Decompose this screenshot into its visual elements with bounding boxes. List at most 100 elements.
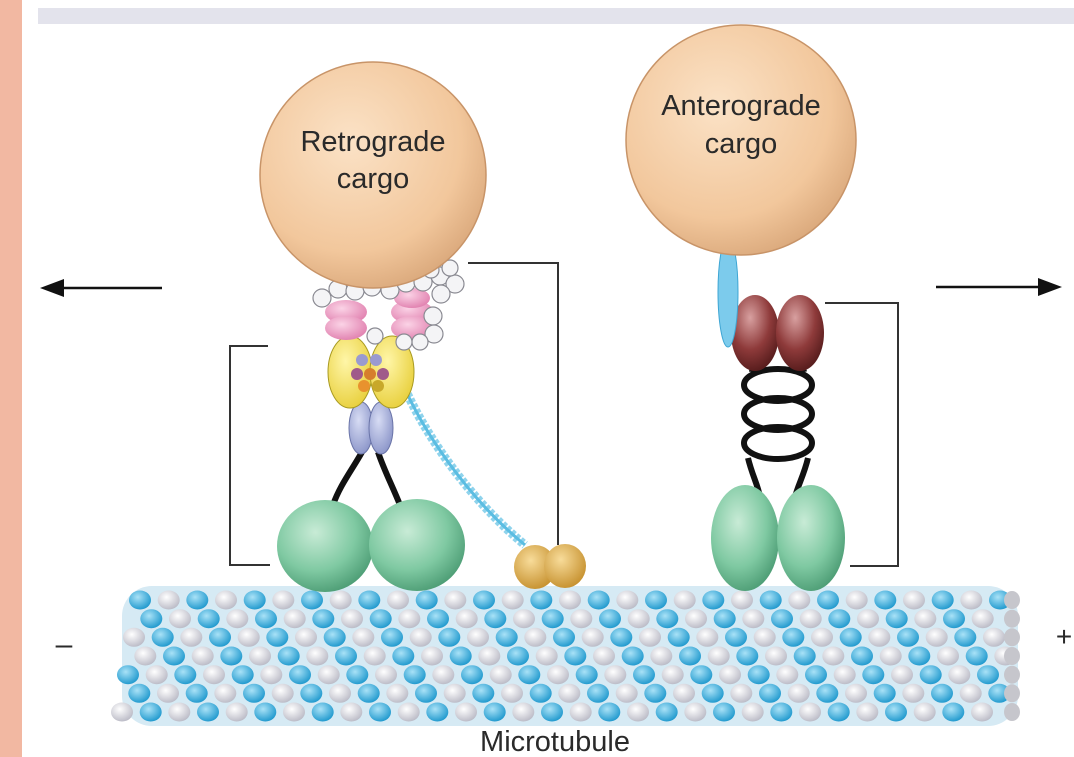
tubulin-subunit xyxy=(426,702,449,722)
tubulin-subunit xyxy=(215,590,237,610)
tubulin-subunit xyxy=(427,609,449,629)
tubulin-subunit xyxy=(598,702,621,722)
tubulin-subunit xyxy=(713,609,736,629)
tubulin-subunit xyxy=(541,702,563,722)
tubulin-subunit xyxy=(839,627,862,647)
tubulin-subunit xyxy=(415,590,438,610)
tubulin-subunit xyxy=(501,683,523,703)
microtubule-plus-end-cap xyxy=(1004,628,1020,647)
tubulin-subunit xyxy=(897,627,919,647)
dynein-head-left xyxy=(277,500,373,592)
tubulin-subunit xyxy=(341,609,363,629)
tubulin-subunit xyxy=(873,683,896,703)
tubulin-subunit xyxy=(409,627,432,647)
retrograde-cargo-label-line1: Retrograde xyxy=(300,126,445,158)
tubulin-subunit xyxy=(948,665,971,685)
tubulin-subunit xyxy=(191,646,214,666)
tubulin-subunit xyxy=(484,609,507,629)
tubulin-subunit xyxy=(209,627,231,647)
tubulin-subunit xyxy=(375,665,397,685)
tubulin-subunit xyxy=(547,665,569,685)
anterograde-cargo xyxy=(625,24,857,256)
anterograde-cargo-label-line2: cargo xyxy=(705,128,778,160)
tubulin-subunit xyxy=(942,702,965,722)
tubulin-subunit xyxy=(581,627,604,647)
tubulin-subunit xyxy=(701,683,724,703)
tubulin-subunit xyxy=(937,646,959,666)
tubulin-subunit xyxy=(965,646,988,666)
tubulin-subunit xyxy=(661,665,684,685)
tubulin-subunit xyxy=(449,646,472,666)
microtubule-plus-end-cap xyxy=(1004,665,1020,684)
dynactin-foot-right xyxy=(544,544,586,588)
tubulin-subunit xyxy=(295,627,317,647)
tubulin-subunit xyxy=(817,590,839,610)
kinesin-coiled-coil xyxy=(741,354,815,498)
tubulin-subunit xyxy=(398,609,421,629)
tubulin-subunit xyxy=(799,702,821,722)
tubulin-subunit xyxy=(243,683,265,703)
tubulin-subunit xyxy=(959,683,982,703)
tubulin-subunit xyxy=(747,665,770,685)
tubulin-subunit xyxy=(827,702,850,722)
microtubule-plus-end-cap xyxy=(1004,591,1020,609)
tubulin-subunit xyxy=(467,627,489,647)
tubulin-subunit xyxy=(478,646,501,666)
tubulin-subunit xyxy=(455,609,478,629)
tubulin-subunit xyxy=(553,627,575,647)
tubulin-subunit xyxy=(627,609,650,629)
tubulin-subunit xyxy=(151,627,174,647)
tubulin-subunit xyxy=(742,609,765,629)
tubulin-subunit xyxy=(180,627,203,647)
microtubule xyxy=(111,586,1020,726)
tubulin-subunit xyxy=(702,590,725,610)
tubulin-subunit xyxy=(759,683,781,703)
tubulin-subunit xyxy=(793,646,816,666)
tubulin-subunit xyxy=(971,702,993,722)
dynactin-foot-left xyxy=(514,545,556,589)
retrograde-direction-arrow xyxy=(40,279,162,297)
tubulin-subunit xyxy=(811,627,833,647)
kinesin-bracket xyxy=(825,302,899,567)
dynein-motor-complex: Retrograde cargo xyxy=(229,61,586,592)
tubulin-subunit xyxy=(255,609,277,629)
tubulin-subunit xyxy=(862,665,885,685)
tubulin-subunit xyxy=(655,702,678,722)
tubulin-subunit xyxy=(828,609,851,629)
tubulin-subunit xyxy=(913,702,936,722)
tubulin-subunit xyxy=(753,627,776,647)
tubulin-subunit xyxy=(134,646,157,666)
tubulin-subunit xyxy=(770,702,793,722)
tubulin-subunit xyxy=(140,609,163,629)
tubulin-subunit xyxy=(335,646,357,666)
tubulin-subunit xyxy=(461,665,483,685)
tubulin-subunit xyxy=(226,609,249,629)
tubulin-subunit xyxy=(971,609,994,629)
tubulin-subunit xyxy=(988,683,1011,703)
tubulin-subunit xyxy=(392,646,415,666)
tubulin-subunit xyxy=(570,609,593,629)
tubulin-subunit xyxy=(645,590,667,610)
tubulin-subunit xyxy=(513,609,535,629)
tubulin-subunit xyxy=(403,665,426,685)
tubulin-subunit xyxy=(604,665,627,685)
dynein-stalk-left xyxy=(330,450,365,507)
tubulin-subunit xyxy=(243,590,266,610)
tubulin-subunit xyxy=(507,646,529,666)
tubulin-subunit xyxy=(788,590,811,610)
tubulin-subunit xyxy=(564,646,587,666)
tubulin-subunit xyxy=(633,665,655,685)
tubulin-subunit xyxy=(787,683,810,703)
minus-end-label: – xyxy=(56,628,73,661)
tubulin-subunit xyxy=(771,609,793,629)
anterograde-direction-arrow xyxy=(936,278,1062,296)
tubulin-subunit xyxy=(168,702,191,722)
page-top-band xyxy=(38,8,1074,24)
tubulin-subunit xyxy=(501,590,524,610)
tubulin-subunit xyxy=(214,683,237,703)
retrograde-cargo-label-line2: cargo xyxy=(337,163,410,195)
tubulin-subunit xyxy=(415,683,437,703)
tubulin-subunit xyxy=(369,609,392,629)
tubulin-subunit xyxy=(983,627,1005,647)
tubulin-subunit xyxy=(157,590,180,610)
